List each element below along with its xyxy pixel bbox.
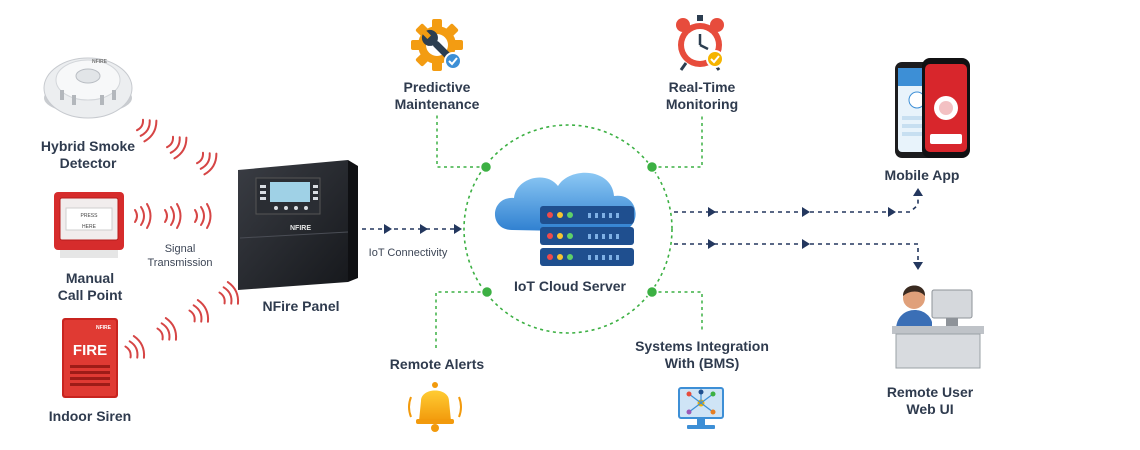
call-point-text-top: PRESS <box>81 213 99 219</box>
cloud-ring <box>463 124 673 334</box>
iot-connectivity-label: IoT Connectivity <box>368 247 448 259</box>
realtime-label-line2: Monitoring <box>665 96 739 112</box>
connector-dot-bms <box>645 285 659 299</box>
bms-label: Systems Integration With (BMS) <box>620 338 784 372</box>
realtime-monitoring-label: Real-Time Monitoring <box>642 79 762 113</box>
call-point-image: PRESS HERE <box>54 192 124 258</box>
bms-label-line2: With (BMS) <box>664 355 740 371</box>
signal-transmission-label: Signal Transmission <box>128 242 232 270</box>
nfire-panel-image: NFIRE <box>238 160 358 290</box>
bell-icon <box>408 382 462 432</box>
siren-face-text: FIRE <box>73 342 107 359</box>
smoke-detector-image: NFIRE <box>43 57 133 119</box>
cloud-server-icon <box>494 172 636 266</box>
call-point-text-bottom: HERE <box>82 224 97 230</box>
monitor-network-icon <box>678 387 724 429</box>
signal-label-line2: Transmission <box>147 257 213 269</box>
predictive-label-line2: Maintenance <box>394 96 480 112</box>
cloud-server-label: IoT Cloud Server <box>513 278 627 294</box>
data-flow-arrows <box>362 192 919 264</box>
connector-dot-realtime <box>645 160 659 174</box>
smoke-detector-label-line2: Detector <box>59 155 117 171</box>
call-point-label-line2: Call Point <box>57 287 123 303</box>
panel-brand: NFIRE <box>290 225 311 232</box>
predictive-label-line1: Predictive <box>403 79 471 95</box>
predictive-maintenance-label: Predictive Maintenance <box>377 79 497 113</box>
siren-label: Indoor Siren <box>48 408 132 424</box>
connector-dot-alerts <box>480 285 494 299</box>
web-ui-label-line1: Remote User <box>886 384 974 400</box>
smoke-detector-label: Hybrid Smoke Detector <box>20 138 156 172</box>
smartphone-icon <box>895 58 970 158</box>
desk-user-icon <box>892 285 984 369</box>
mobile-app-label: Mobile App <box>884 167 960 183</box>
web-ui-label: Remote User Web UI <box>876 384 984 418</box>
call-point-label-line1: Manual <box>65 270 115 286</box>
arrow-heads <box>384 188 923 270</box>
smoke-detector-label-line1: Hybrid Smoke <box>40 138 136 154</box>
realtime-label-line1: Real-Time <box>668 79 736 95</box>
gear-wrench-icon <box>411 19 463 71</box>
panel-label: NFire Panel <box>262 298 340 314</box>
call-point-label: Manual Call Point <box>30 270 150 304</box>
siren-image: FIRE NFIRE <box>62 318 118 398</box>
feature-connectors <box>435 113 703 350</box>
siren-brand: NFIRE <box>96 325 112 331</box>
alarm-clock-icon <box>676 15 724 71</box>
signal-waves <box>124 118 240 359</box>
remote-alerts-label: Remote Alerts <box>389 356 485 372</box>
bms-label-line1: Systems Integration <box>635 338 769 354</box>
smoke-detector-brand: NFIRE <box>92 59 108 65</box>
signal-label-line1: Signal <box>164 243 196 255</box>
web-ui-label-line2: Web UI <box>906 401 954 417</box>
connector-dot-predictive <box>479 160 493 174</box>
